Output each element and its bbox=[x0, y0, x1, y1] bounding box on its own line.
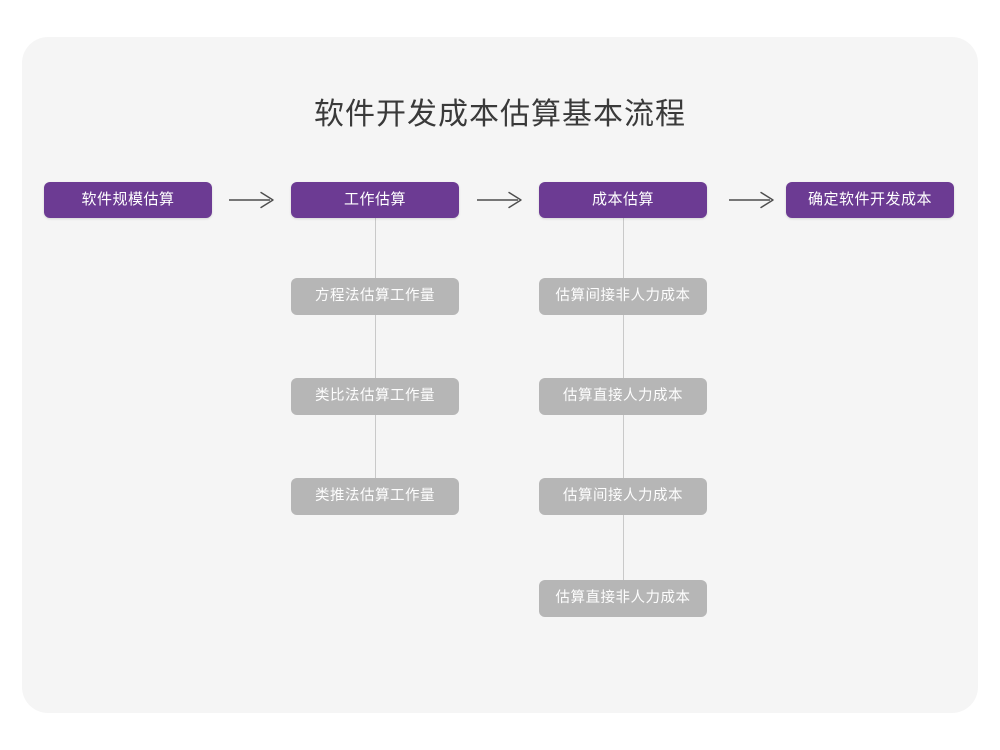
flow-arrow-1 bbox=[229, 191, 275, 209]
connector-line-cost-branch bbox=[623, 218, 624, 617]
branch-node-inference-method[interactable]: 类推法估算工作量 bbox=[291, 478, 459, 515]
flow-node-software-scale-estimation[interactable]: 软件规模估算 bbox=[44, 182, 212, 218]
branch-node-indirect-labor-cost[interactable]: 估算间接人力成本 bbox=[539, 478, 707, 515]
branch-node-equation-method[interactable]: 方程法估算工作量 bbox=[291, 278, 459, 315]
flow-node-work-estimation[interactable]: 工作估算 bbox=[291, 182, 459, 218]
page-title: 软件开发成本估算基本流程 bbox=[314, 98, 686, 131]
flow-arrow-3 bbox=[729, 191, 775, 209]
branch-node-analogy-method[interactable]: 类比法估算工作量 bbox=[291, 378, 459, 415]
diagram-card bbox=[22, 37, 978, 713]
branch-node-direct-labor-cost[interactable]: 估算直接人力成本 bbox=[539, 378, 707, 415]
branch-node-indirect-nonlabor-cost[interactable]: 估算间接非人力成本 bbox=[539, 278, 707, 315]
flow-node-determine-development-cost[interactable]: 确定软件开发成本 bbox=[786, 182, 954, 218]
flow-arrow-2 bbox=[477, 191, 523, 209]
flow-node-cost-estimation[interactable]: 成本估算 bbox=[539, 182, 707, 218]
branch-node-direct-nonlabor-cost[interactable]: 估算直接非人力成本 bbox=[539, 580, 707, 617]
connector-line-work-branch bbox=[375, 218, 376, 515]
